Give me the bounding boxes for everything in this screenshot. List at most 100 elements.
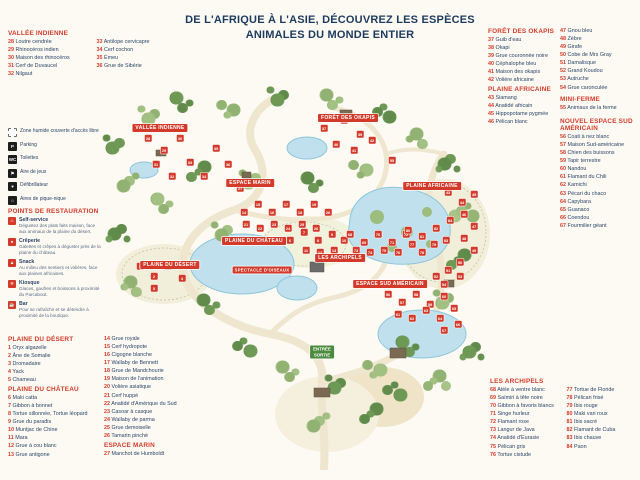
- animal-list: 55 Animaux de la ferme: [560, 105, 636, 111]
- map-marker: 71: [388, 238, 396, 246]
- animal-name: Anatidé d'Eurasie: [497, 435, 540, 442]
- map-marker: 34: [200, 172, 208, 180]
- map-marker: 84: [446, 216, 454, 224]
- map-marker: 27: [236, 184, 244, 192]
- animal-item: 36 Grue de Sibérie: [97, 63, 181, 69]
- animal-name: Âne de Somalie: [12, 353, 51, 360]
- animal-item: 2 Âne de Somalie: [8, 353, 103, 359]
- animal-name: Pécari du chaco: [567, 190, 607, 197]
- animal-name: Pélican frisé: [574, 395, 604, 402]
- map-marker: 56: [384, 290, 392, 298]
- animal-item: 76 Tortue cistude: [490, 452, 562, 458]
- animal-name: Volière africaine: [495, 77, 534, 84]
- map-area-label: LES ARCHIPELS: [315, 254, 365, 262]
- animal-number: 42: [488, 77, 494, 84]
- animal-number: 77: [566, 387, 573, 393]
- restaurant-name: Snack: [19, 258, 35, 265]
- legend-item: ⌂Aires de pique-nique: [8, 195, 102, 205]
- map-marker: 65: [450, 304, 458, 312]
- animal-item: 29 Rhinocéros indien: [8, 47, 92, 53]
- animal-item: 21 Cerf huppé: [104, 393, 192, 399]
- map-marker: 74: [366, 248, 374, 256]
- animal-item: 18 Grue de Mandchourie: [104, 368, 192, 374]
- picnic-icon: ⌂: [8, 195, 17, 205]
- exit-label: SORTIE: [313, 352, 331, 357]
- map-area-label: PLAINE DU DÉSERT: [140, 261, 200, 269]
- animal-number: 14: [104, 336, 110, 342]
- animal-number: 64: [560, 198, 566, 205]
- animal-name: Grue à cou blanc: [15, 443, 57, 450]
- animal-item: 13 Grue antigone: [8, 452, 103, 458]
- animal-number: 37: [488, 37, 494, 43]
- map-area-label: FORÊT DES OKAPIS: [318, 114, 378, 122]
- animal-list: 27 Manchot de Humboldt: [104, 451, 192, 457]
- animal-name: Grue du paradis: [12, 419, 52, 426]
- animal-item: 72 Flamant rose: [490, 419, 562, 425]
- legend-label: Aire de jeux: [20, 168, 47, 175]
- animal-item: 40 Céphalophe bleu: [488, 61, 558, 67]
- animal-number: 52: [560, 68, 566, 75]
- section-heading: NOUVEL ESPACE SUD AMÉRICAIN: [560, 118, 633, 132]
- animal-number: 81: [566, 419, 573, 426]
- animal-name: Zèbre: [567, 36, 582, 43]
- animal-item: 67 Fourmilier géant: [560, 223, 636, 229]
- animal-number: 20: [104, 384, 110, 391]
- animal-item: 56 Coati à nez blanc: [560, 134, 636, 140]
- animal-number: 84: [566, 443, 573, 450]
- map-marker: 13: [330, 246, 338, 254]
- map-area-label: SPECTACLE D'OISEAUX: [232, 266, 292, 274]
- map-marker: 61: [394, 310, 402, 318]
- animal-name: Girafe: [567, 44, 583, 51]
- map-marker: 29: [160, 146, 168, 154]
- map-marker: 51: [444, 266, 452, 274]
- animal-number: 74: [490, 435, 496, 442]
- map-marker: 4: [178, 274, 186, 282]
- animal-item: 44 Anatidé africain: [488, 103, 558, 109]
- restaurant-description: Glaces, gaufres et boissons à proximité …: [19, 285, 100, 297]
- animal-number: 41: [488, 69, 494, 76]
- section-heading: POINTS DE RESTAURATION: [8, 208, 99, 215]
- legend-label: Aires de pique-nique: [20, 195, 66, 202]
- animal-name: Grue couronnée noire: [495, 53, 548, 60]
- animal-item: 4 Yack: [8, 369, 103, 375]
- animal-name: Pélican blanc: [495, 119, 528, 126]
- animal-number: 80: [566, 411, 573, 418]
- animal-number: 1: [8, 345, 11, 351]
- map-marker: 54: [440, 280, 448, 288]
- self-service-icon: ♨: [8, 217, 16, 225]
- animal-number: 73: [490, 427, 496, 434]
- animal-number: 72: [490, 419, 496, 426]
- animal-name: Wallaby de Bennett: [111, 360, 159, 367]
- animal-number: 4: [8, 369, 11, 376]
- animal-name: Capybara: [567, 198, 591, 205]
- animal-name: Siamang: [495, 95, 517, 101]
- legend-label: Zone humide couverte d'accès libre: [20, 128, 99, 134]
- animal-item: 57 Maison Sud-américaine: [560, 142, 636, 148]
- animal-number: 43: [488, 95, 494, 101]
- animal-item: 78 Pélican frisé: [567, 395, 639, 401]
- animal-number: 58: [560, 150, 566, 157]
- animal-name: Singe hurleur: [497, 411, 530, 418]
- animal-name: Grue antigone: [15, 451, 50, 458]
- animal-number: 11: [8, 435, 14, 442]
- map-marker: 76: [394, 248, 402, 256]
- map-marker: 21: [242, 220, 250, 228]
- animal-item: 24 Wallaby de parma: [104, 417, 192, 423]
- animal-number: 25: [104, 424, 110, 431]
- animal-item: 45 Hippopotame pygmée: [488, 111, 558, 117]
- animal-number: 26: [104, 432, 110, 439]
- animal-number: 31: [8, 63, 14, 70]
- map-marker: 73: [352, 246, 360, 254]
- animal-item: 9 Grue du paradis: [8, 419, 103, 425]
- animal-item: 33 Antilope cervicapre: [97, 39, 181, 45]
- map-marker: 79: [430, 240, 438, 248]
- animal-name: Guanaco: [567, 206, 590, 213]
- animal-name: Flamant du Chili: [567, 174, 607, 181]
